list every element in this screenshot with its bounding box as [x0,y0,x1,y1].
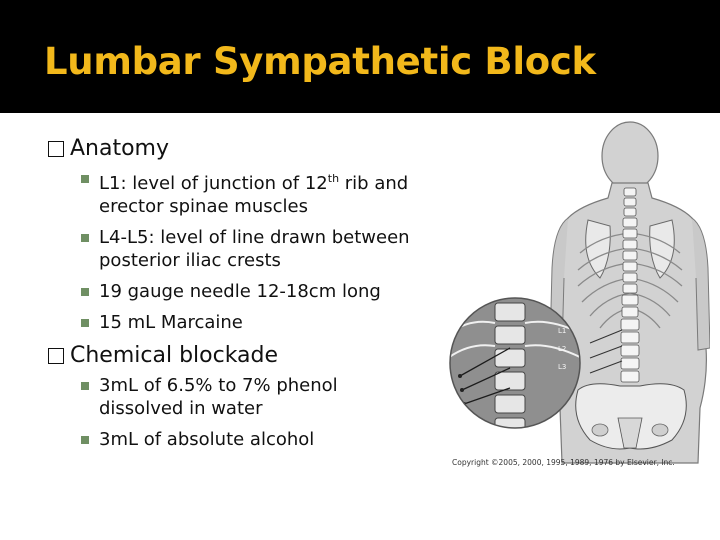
anatomy-bullets: L1: level of junction of 12th rib and er… [81,167,448,334]
checkbox-bullet-icon [48,141,64,157]
bullet-text: 15 mL Marcaine [99,312,243,333]
bullet-text: L4-L5: level of line drawn between poste… [99,227,410,271]
inset-label-l2: L2 [558,345,566,353]
bullet-text: 3mL of absolute alcohol [99,429,315,450]
square-bullet-icon [81,234,89,242]
checkbox-bullet-icon [48,348,64,364]
section-chemical-blockade: Chemical blockade [48,342,448,370]
title-bar [0,0,720,113]
list-item: 15 mL Marcaine [81,311,448,334]
inset-detail: L1 L2 L3 [450,298,580,428]
square-bullet-icon [81,319,89,327]
slide-body: Anatomy L1: level of junction of 12th ri… [48,133,448,459]
list-item: L4-L5: level of line drawn between poste… [81,226,448,272]
square-bullet-icon [81,382,89,390]
square-bullet-icon [81,436,89,444]
square-bullet-icon [81,288,89,296]
chemical-bullets: 3mL of 6.5% to 7% phenol dissolved in wa… [81,374,448,451]
inset-label-l3: L3 [558,363,566,371]
list-item: L1: level of junction of 12th rib and er… [81,167,448,218]
figure-caption: Copyright ©2005, 2000, 1995, 1989, 1976 … [452,458,675,467]
inset-label-l1: L1 [558,327,566,335]
list-item: 3mL of 6.5% to 7% phenol dissolved in wa… [81,374,448,420]
section-heading: Anatomy [70,136,170,161]
list-item: 3mL of absolute alcohol [81,428,448,451]
bullet-text: 3mL of 6.5% to 7% phenol dissolved in wa… [99,375,338,419]
spine-illustration: L1 L2 L3 [449,121,710,464]
bullet-text: 19 gauge needle 12-18cm long [99,281,381,302]
list-item: 19 gauge needle 12-18cm long [81,280,448,303]
slide-title: Lumbar Sympathetic Block [44,40,596,83]
section-anatomy: Anatomy [48,135,448,163]
bullet-text: L1: level of junction of 12th rib and er… [99,172,409,217]
section-heading: Chemical blockade [70,343,279,368]
square-bullet-icon [81,175,89,183]
